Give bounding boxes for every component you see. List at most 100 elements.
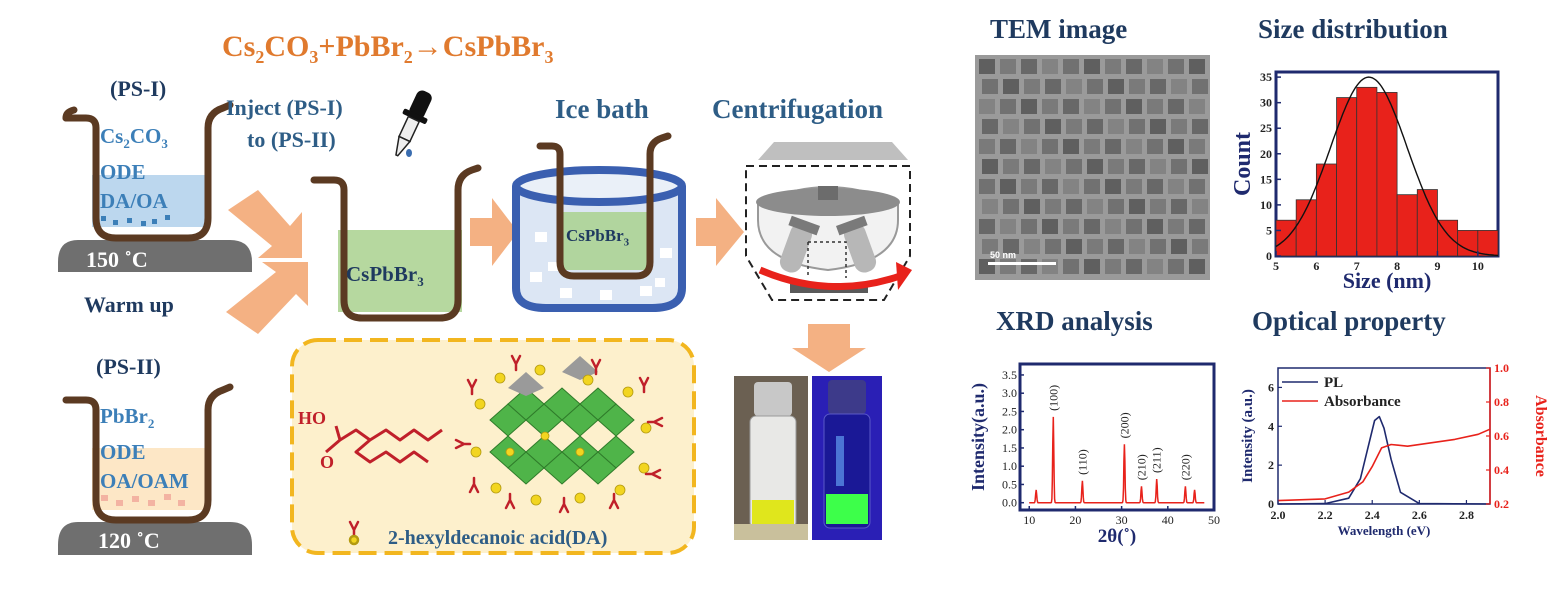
y-axis-label: Count — [1230, 132, 1256, 196]
eq-sub: 3 — [309, 47, 319, 67]
y2-tick-label: 0.2 — [1494, 497, 1509, 511]
tem-nanocube — [1024, 159, 1040, 174]
ligand-panel — [290, 338, 696, 555]
tem-nanocube — [1192, 159, 1208, 174]
tem-nanocube — [1042, 179, 1058, 194]
x-tick-label: 8 — [1394, 259, 1400, 273]
plot-frame — [1018, 362, 1216, 512]
tem-nanocube — [979, 59, 995, 74]
eq-sub: 2 — [255, 47, 265, 67]
x-tick-label: 7 — [1354, 259, 1360, 273]
y2-axis-label: Absorbance — [1532, 395, 1549, 477]
tem-nanocube — [1189, 99, 1205, 114]
tem-nanocube — [1045, 239, 1061, 254]
tem-nanocube — [1042, 259, 1058, 274]
tem-nanocube — [1063, 259, 1079, 274]
tem-nanocube — [1084, 139, 1100, 154]
tem-nanocube — [1126, 219, 1142, 234]
xrd-pattern-line — [1029, 416, 1205, 504]
tem-nanocube — [1189, 139, 1205, 154]
tem-nanocube — [982, 159, 998, 174]
tem-nanocube — [982, 239, 998, 254]
size-title: Size distribution — [1258, 14, 1448, 44]
tem-nanocube — [1129, 119, 1145, 134]
ps1-contents: Cs2CO3 ODE DA/OA — [100, 122, 168, 216]
x-tick-label: 9 — [1434, 259, 1440, 273]
tem-nanocube — [1003, 239, 1019, 254]
eq-part: Cs — [222, 30, 256, 63]
tem-nanocube — [1105, 219, 1121, 234]
tem-nanocube — [1192, 79, 1208, 94]
peak-label: (220) — [1178, 454, 1192, 480]
tem-nanocube — [1084, 259, 1100, 274]
tem-nanocube — [1003, 79, 1019, 94]
tem-nanocube — [1042, 59, 1058, 74]
ice-bath — [512, 132, 686, 312]
y-tick-label: 2.5 — [1002, 404, 1017, 418]
tem-nanocube — [1189, 59, 1205, 74]
tem-nanocube — [1171, 159, 1187, 174]
tem-nanocube — [1147, 139, 1163, 154]
ho-label: HO — [298, 408, 327, 428]
y-tick-label: 4 — [1268, 419, 1274, 433]
peak-label: (211) — [1150, 447, 1164, 473]
y2-tick-label: 0.6 — [1494, 429, 1509, 443]
beaker-reaction — [310, 164, 482, 322]
tem-nanocube — [1150, 119, 1166, 134]
product-text: CsPbBr — [566, 226, 624, 245]
tem-nanocube — [1084, 219, 1100, 234]
tem-image — [975, 55, 1210, 280]
histogram-bar — [1477, 230, 1499, 257]
tem-nanocube — [1150, 79, 1166, 94]
tem-nanocube — [979, 139, 995, 154]
y-tick-label: 35 — [1260, 70, 1272, 84]
tem-nanocube — [1147, 259, 1163, 274]
tem-nanocube — [1168, 59, 1184, 74]
ligand-label: 2-hexyldecanoic acid(DA) — [388, 527, 608, 549]
tem-nanocube — [1087, 159, 1103, 174]
ps2-l1: PbBr — [100, 404, 148, 428]
y-tick-label: 1.0 — [1002, 459, 1017, 473]
tem-nanocube — [1063, 59, 1079, 74]
tem-nanocube — [1087, 79, 1103, 94]
x-tick-label: 10 — [1023, 513, 1035, 527]
ps2-contents: PbBr2 ODE OA/OAM — [100, 402, 189, 496]
tem-nanocube — [1150, 159, 1166, 174]
y-tick-label: 2.0 — [1002, 423, 1017, 437]
x-tick-label: 30 — [1116, 513, 1128, 527]
tem-nanocube — [1000, 99, 1016, 114]
tem-nanocube — [1108, 239, 1124, 254]
tem-nanocube — [1066, 79, 1082, 94]
tem-nanocube — [1168, 219, 1184, 234]
y-tick-label: 3.0 — [1002, 386, 1017, 400]
tem-nanocube — [1084, 99, 1100, 114]
histogram-bar — [1396, 194, 1418, 257]
y-tick-label: 15 — [1260, 172, 1272, 186]
tem-nanocube — [1129, 159, 1145, 174]
tem-nanocube — [1168, 139, 1184, 154]
tem-nanocube — [1021, 179, 1037, 194]
y-tick-label: 10 — [1260, 198, 1272, 212]
tem-nanocube — [1003, 199, 1019, 214]
xrd-title: XRD analysis — [996, 306, 1153, 336]
optical-title: Optical property — [1252, 306, 1446, 336]
y-tick-label: 0.5 — [1002, 477, 1017, 491]
beaker-ps2 — [62, 383, 234, 524]
legend-label: PL — [1324, 375, 1343, 391]
peak-label: (200) — [1117, 412, 1131, 438]
tem-nanocube — [1171, 199, 1187, 214]
centrifuge — [745, 142, 912, 301]
tem-nanocube — [1021, 59, 1037, 74]
tem-nanocube — [1171, 79, 1187, 94]
ps2-title: (PS-II) — [96, 354, 161, 379]
ps1-l1: Cs — [100, 124, 124, 148]
product-label-beaker: CsPbBr3 — [346, 262, 424, 290]
tem-nanocube — [1024, 79, 1040, 94]
legend-label: Absorbance — [1324, 394, 1401, 410]
x-tick-label: 2.2 — [1318, 508, 1333, 522]
tem-nanocube — [979, 259, 995, 274]
vial-uv-photo — [812, 376, 882, 540]
y-tick-label: 2 — [1268, 458, 1274, 472]
